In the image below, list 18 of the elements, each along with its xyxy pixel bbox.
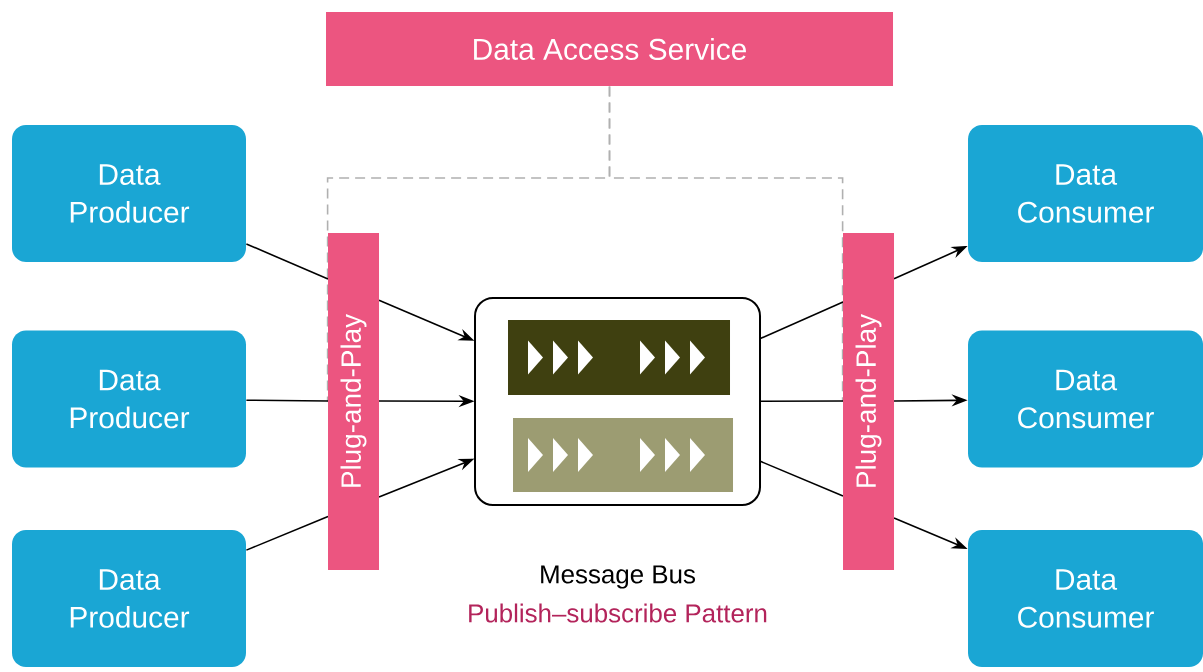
consumer-box: Data Consumer xyxy=(968,530,1203,667)
connector-line xyxy=(245,399,329,402)
caption-text: Publish–subscribe Pattern xyxy=(469,603,767,623)
service-bar: Data Access Service xyxy=(326,12,893,86)
producer-box: Data Producer xyxy=(12,125,246,262)
connector-line xyxy=(245,515,329,551)
plug-and-play-bar: Plug-and-Play xyxy=(843,233,894,570)
caption-text: Message Bus xyxy=(541,565,695,589)
connector-line xyxy=(759,301,844,340)
connector-line xyxy=(608,85,844,403)
producer-box: Data Producer xyxy=(12,330,246,468)
consumer-box: Data Consumer xyxy=(968,125,1203,262)
connector-line xyxy=(245,243,329,280)
connector-line xyxy=(759,460,844,497)
producer-box: Data Producer xyxy=(12,530,246,667)
consumer-box: Data Consumer xyxy=(968,330,1203,468)
connector-line xyxy=(759,400,844,402)
plug-and-play-bar: Plug-and-Play xyxy=(328,233,379,570)
